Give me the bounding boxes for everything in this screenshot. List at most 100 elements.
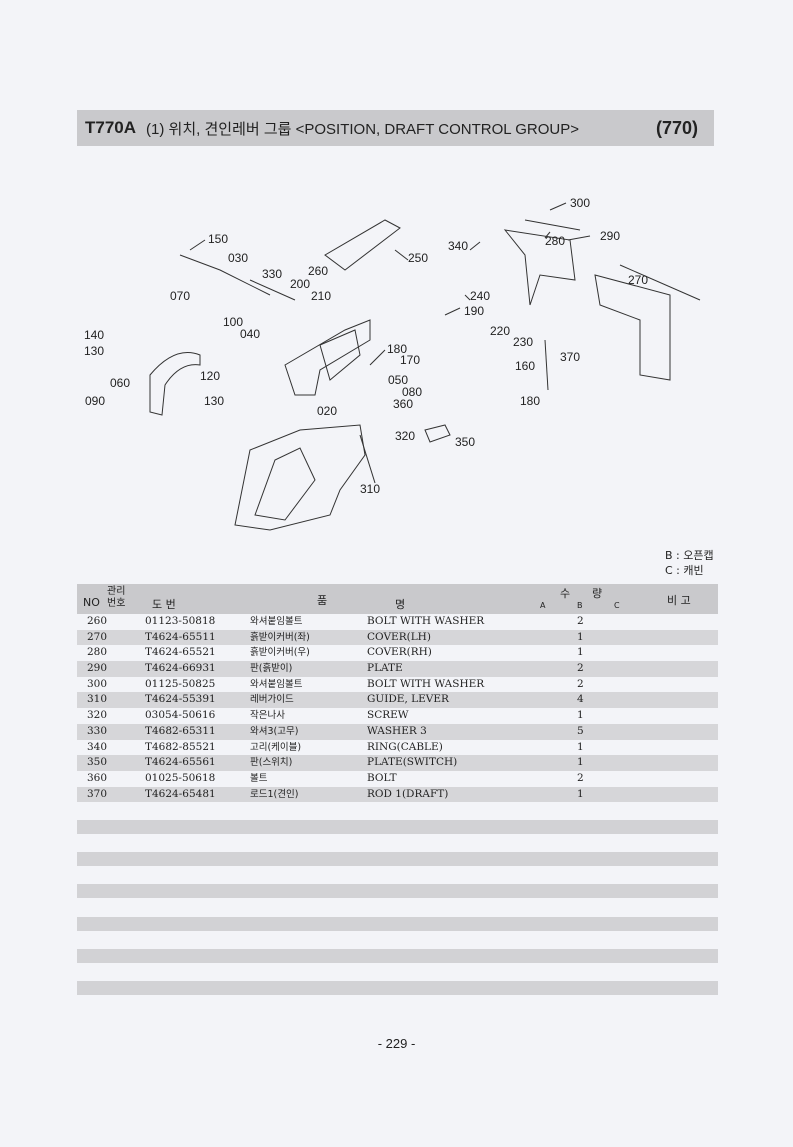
svg-text:160: 160 — [515, 359, 535, 373]
row-qty-b: 1 — [577, 646, 584, 659]
row-part-number: T4624-65481 — [145, 787, 216, 800]
row-no: 320 — [87, 709, 108, 722]
empty-row-band — [77, 949, 718, 963]
page-number: - 229 - — [377, 1036, 416, 1051]
row-no: 300 — [87, 677, 108, 690]
row-qty-b: 2 — [577, 677, 584, 690]
row-name-en: SCREW — [367, 709, 409, 722]
svg-text:170: 170 — [400, 353, 420, 367]
svg-text:340: 340 — [448, 239, 468, 253]
row-no: 270 — [87, 630, 108, 643]
row-part-number: 03054-50616 — [145, 709, 216, 722]
row-qty-b: 1 — [577, 787, 584, 800]
row-name-en: PLATE(SWITCH) — [367, 756, 458, 769]
svg-text:030: 030 — [228, 251, 248, 265]
row-name-kr: 볼트 — [250, 772, 268, 784]
svg-text:120: 120 — [200, 369, 220, 383]
row-name-kr: 와셔붙임볼트 — [250, 616, 303, 627]
row-name-en: ROD 1(DRAFT) — [367, 787, 449, 800]
empty-row-band — [77, 917, 718, 931]
row-part-number: 01025-50618 — [145, 771, 216, 784]
svg-text:050: 050 — [388, 373, 408, 387]
header-qty2: 량 — [592, 587, 603, 600]
row-part-number: T4624-65511 — [145, 630, 216, 643]
rod-shape — [544, 339, 549, 391]
legend-b: B : 오픈캡 — [665, 549, 714, 562]
row-no: 280 — [87, 646, 108, 659]
header-name2: 명 — [395, 598, 406, 611]
row-no: 370 — [87, 787, 108, 800]
lever-shape — [179, 254, 271, 296]
row-part-number: T4624-66931 — [145, 662, 216, 675]
legend-c: C : 캐빈 — [665, 564, 704, 577]
group-code: T770A — [85, 118, 137, 137]
row-no: 260 — [87, 615, 108, 627]
svg-text:090: 090 — [85, 394, 105, 408]
svg-text:080: 080 — [402, 385, 422, 399]
svg-text:020: 020 — [317, 404, 337, 418]
svg-text:210: 210 — [311, 289, 331, 303]
svg-text:070: 070 — [170, 289, 190, 303]
header-a: A — [540, 601, 546, 610]
page-code: (770) — [655, 117, 698, 138]
svg-text:100: 100 — [223, 315, 243, 329]
row-no: 290 — [87, 662, 108, 675]
row-qty-b: 2 — [577, 662, 584, 675]
row-no: 340 — [87, 740, 108, 753]
svg-text:240: 240 — [470, 289, 490, 303]
svg-text:130: 130 — [84, 344, 104, 358]
row-name-kr: 레버가이드 — [250, 694, 294, 706]
header-drawing: 도 번 — [152, 598, 176, 611]
svg-text:230: 230 — [513, 335, 533, 349]
exploded-parts-diagram: 300 290 280 340 250 150 030 330 260 200 … — [84, 196, 701, 531]
row-qty-b: 1 — [577, 756, 584, 769]
row-no: 360 — [87, 771, 108, 784]
header-qty1: 수 — [560, 587, 571, 600]
svg-text:280: 280 — [545, 234, 565, 248]
row-qty-b: 2 — [577, 771, 584, 784]
row-name-kr: 와셔3(고무) — [250, 725, 299, 737]
cover-shape — [324, 219, 401, 271]
row-part-number: 01125-50825 — [145, 677, 216, 690]
svg-text:130: 130 — [204, 394, 224, 408]
bracket-shape — [284, 319, 371, 396]
svg-text:300: 300 — [570, 196, 590, 210]
row-name-en: GUIDE, LEVER — [367, 693, 449, 706]
svg-text:330: 330 — [262, 267, 282, 281]
svg-text:200: 200 — [290, 277, 310, 291]
row-qty-b: 4 — [577, 693, 584, 706]
title-bar: T770A (1) 위치, 견인레버 그룹 <POSITION, DRAFT C… — [77, 110, 714, 146]
row-name-en: BOLT WITH WASHER — [367, 677, 485, 690]
svg-text:310: 310 — [360, 482, 380, 496]
row-name-kr: 로드1(견인) — [250, 788, 299, 800]
cover-plate-rh — [594, 274, 671, 381]
row-name-kr: 고리(케이블) — [250, 741, 302, 753]
header-mgmt: 관리번호 — [107, 586, 126, 609]
row-qty-b: 1 — [577, 630, 584, 643]
svg-text:270: 270 — [628, 273, 648, 287]
row-name-kr: 작은나사 — [250, 710, 285, 722]
empty-row-band — [77, 884, 718, 898]
row-name-en: RING(CABLE) — [367, 740, 443, 753]
row-qty-b: 1 — [577, 709, 584, 722]
group-title: (1) 위치, 견인레버 그룹 <POSITION, DRAFT CONTROL… — [146, 120, 579, 138]
table-row: 370 T4624-65481 로드1(견인) ROD 1(DRAFT) 1 — [77, 786, 718, 803]
row-name-en: COVER(RH) — [367, 646, 432, 659]
header-remarks: 비 고 — [667, 594, 691, 607]
table-header: NO 관리번호 도 번 품 명 수 량 A B C 비 고 — [77, 584, 718, 614]
row-part-number: T4624-55391 — [145, 693, 216, 706]
row-name-en: COVER(LH) — [367, 630, 431, 643]
header-name1: 품 — [317, 594, 328, 607]
